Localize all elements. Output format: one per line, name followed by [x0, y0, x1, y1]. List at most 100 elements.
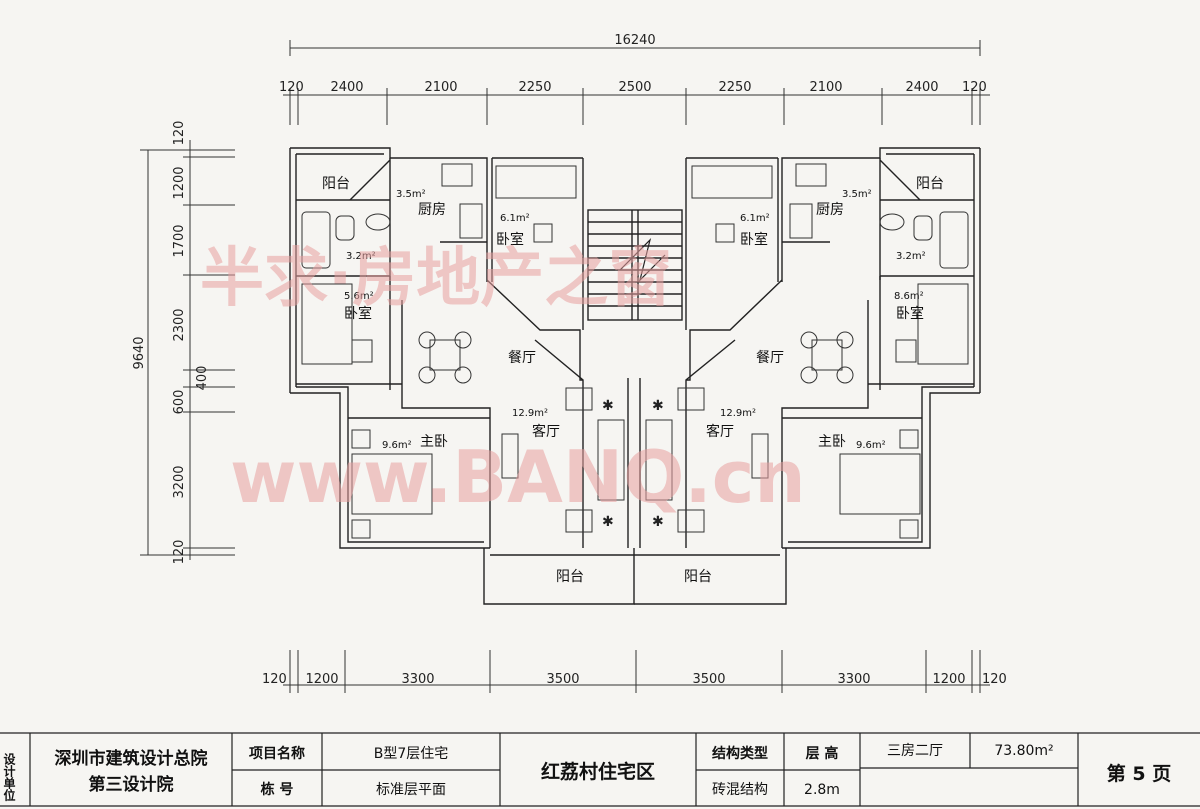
tv-cabinet-icon — [501, 433, 519, 479]
dim-top-seg: 2400 — [905, 80, 938, 95]
top-dimension-lines — [283, 40, 990, 125]
room-label: 卧室 — [740, 231, 768, 248]
dim-bottom-seg: 1200 — [305, 672, 338, 687]
room-label: 餐厅 — [508, 350, 536, 366]
dim-left-total: 9640 — [132, 336, 147, 369]
bathtub-icon — [301, 211, 331, 269]
area-label: 6.1m² — [740, 213, 770, 224]
sink-icon — [365, 213, 391, 231]
dim-left-seg: 3200 — [172, 465, 187, 498]
room-label: 主卧 — [420, 434, 448, 450]
dim-left-seg: 120 — [172, 540, 187, 565]
institute-subname: 第三设计院 — [89, 774, 174, 795]
title-block-side-label: 设计单位 — [2, 752, 16, 802]
furniture — [301, 163, 969, 539]
plant-icon: ✱ — [652, 398, 664, 414]
room-label: 阳台 — [916, 176, 944, 192]
area-label: 3.2m² — [346, 251, 376, 262]
dim-left-seg: 1700 — [172, 224, 187, 257]
unit-area: 73.80m² — [994, 743, 1053, 759]
dim-top-seg: 120 — [279, 80, 304, 95]
watermark-text: www.BANQ.cn — [230, 435, 806, 519]
kitchen-sink-icon — [795, 163, 827, 187]
bed-icon — [351, 453, 433, 515]
bed-icon — [839, 453, 921, 515]
kitchen-sink-icon — [441, 163, 473, 187]
room-label: 卧室 — [496, 231, 524, 248]
bed-icon — [301, 283, 353, 365]
floor-height-value: 2.8m — [804, 782, 840, 798]
bed-icon — [495, 165, 577, 199]
dim-bottom-seg: 120 — [982, 672, 1007, 687]
stove-icon — [789, 203, 813, 239]
area-label: 8.6m² — [894, 291, 924, 302]
project-title: 红荔村住宅区 — [541, 760, 655, 783]
project-name-label: 项目名称 — [249, 745, 305, 762]
armchair-icon — [677, 509, 705, 533]
toilet-icon — [913, 215, 933, 241]
dim-left-seg: 120 — [172, 121, 187, 146]
plants: ✱ ✱ ✱ ✱ — [602, 398, 664, 530]
dim-top-seg: 120 — [962, 80, 987, 95]
room-label: 厨房 — [816, 202, 844, 218]
room-label: 主卧 — [818, 434, 846, 450]
unit-type: 三房二厅 — [887, 743, 943, 759]
dim-top-seg: 2500 — [618, 80, 651, 95]
armchair-icon — [565, 509, 593, 533]
room-label: 阳台 — [684, 569, 712, 585]
area-label: 3.2m² — [896, 251, 926, 262]
dim-bottom-seg: 1200 — [932, 672, 965, 687]
room-label: 卧室 — [344, 305, 372, 322]
dim-top-seg: 2250 — [518, 80, 551, 95]
area-label: 9.6m² — [382, 440, 412, 451]
structure-label: 结构类型 — [712, 745, 768, 762]
nightstand-icon — [899, 429, 919, 449]
floor-plan-walls — [289, 147, 981, 605]
nightstand-icon — [351, 519, 371, 539]
dim-top-seg: 2250 — [718, 80, 751, 95]
dim-left-seg: 400 — [195, 366, 210, 391]
building-no-label: 栋 号 — [261, 781, 294, 798]
building-no-value: 标准层平面 — [376, 782, 446, 798]
tv-cabinet-icon — [751, 433, 769, 479]
stair-icon — [587, 209, 683, 321]
room-label: 客厅 — [532, 423, 560, 440]
dim-bottom-seg: 3500 — [546, 672, 579, 687]
dim-bottom-seg: 3300 — [837, 672, 870, 687]
area-label: 6.1m² — [500, 213, 530, 224]
bottom-dimension-lines — [283, 650, 990, 693]
area-label: 12.9m² — [512, 408, 548, 419]
plant-icon: ✱ — [652, 514, 664, 530]
dining-table-icon — [800, 331, 854, 384]
dim-top-seg: 2100 — [809, 80, 842, 95]
bathtub-icon — [939, 211, 969, 269]
floor-height-label: 层 高 — [806, 745, 839, 762]
area-label: 12.9m² — [720, 408, 756, 419]
dim-top-seg: 2400 — [330, 80, 363, 95]
stove-icon — [459, 203, 483, 239]
area-label: 3.5m² — [842, 189, 872, 200]
room-label: 阳台 — [556, 569, 584, 585]
sofa-icon — [597, 419, 625, 501]
area-label: 9.6m² — [856, 440, 886, 451]
area-label: 5.6m² — [344, 291, 374, 302]
bed-icon — [917, 283, 969, 365]
dim-left-seg: 1200 — [172, 166, 187, 199]
dim-top-seg: 2100 — [424, 80, 457, 95]
toilet-icon — [335, 215, 355, 241]
area-label: 3.5m² — [396, 189, 426, 200]
room-label: 阳台 — [322, 176, 350, 192]
watermark-text: 半求·房地产之窗 — [200, 242, 672, 316]
dim-bottom-seg: 120 — [262, 672, 287, 687]
room-label: 厨房 — [418, 202, 446, 218]
room-label: 餐厅 — [756, 350, 784, 366]
desk-chair-icon — [715, 223, 735, 243]
page-number: 第 5 页 — [1107, 762, 1171, 785]
dim-bottom-seg: 3300 — [401, 672, 434, 687]
dim-top-total: 16240 — [614, 33, 655, 48]
room-label: 卧室 — [896, 305, 924, 322]
desk-icon — [351, 339, 373, 363]
plant-icon: ✱ — [602, 398, 614, 414]
